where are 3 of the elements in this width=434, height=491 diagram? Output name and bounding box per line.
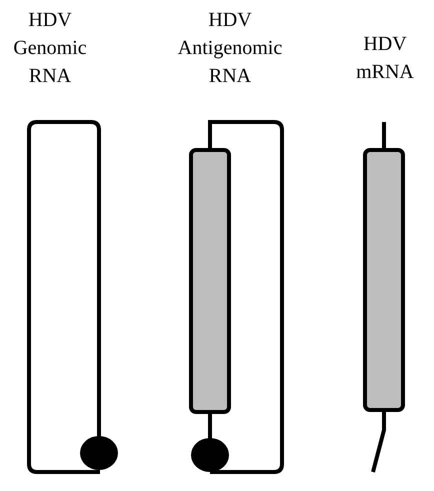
rna-heading: HDV Antigenomic RNA — [176, 8, 284, 89]
rna-heading: HDV Genomic RNA — [12, 8, 88, 89]
rna-heading: HDV mRNA — [355, 32, 415, 85]
